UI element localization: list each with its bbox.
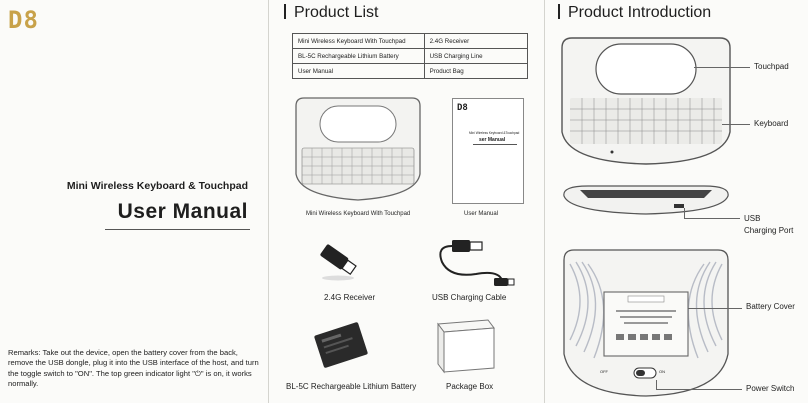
- product-intro-panel: Product Introduction Touchpad Keyboard U…: [544, 0, 808, 403]
- label-power-switch: Power Switch: [746, 384, 795, 393]
- table-cell: USB Charging Line: [423, 48, 529, 64]
- table-row: User Manual Product Bag: [292, 63, 529, 79]
- leader-usb: [684, 218, 740, 219]
- back-view-illustration: [563, 249, 729, 397]
- table-row: Mini Wireless Keyboard With Touchpad 2.4…: [292, 33, 529, 49]
- label-battery-cover: Battery Cover: [746, 302, 795, 311]
- keyboard-illustration: [295, 97, 421, 201]
- label-charging-port: Charging Port: [744, 226, 794, 235]
- product-list-heading-text: Product List: [294, 4, 379, 21]
- label-keyboard: Keyboard: [754, 119, 789, 128]
- table-row: BL-5C Rechargeable Lithium Battery USB C…: [292, 48, 529, 64]
- usb-cable-icon: [439, 240, 515, 286]
- manual-cover-line2: ser Manual: [479, 137, 506, 143]
- table-cell: Mini Wireless Keyboard With Touchpad: [292, 33, 425, 49]
- caption-battery: BL-5C Rechargeable Lithium Battery: [286, 382, 417, 391]
- battery-icon: [314, 322, 368, 368]
- leader-keyboard: [722, 124, 750, 125]
- manual-title: User Manual: [117, 200, 248, 223]
- product-list-heading: Product List: [284, 4, 378, 22]
- switch-on-label: ON: [659, 369, 665, 374]
- cover-panel: D8 Mini Wireless Keyboard & Touchpad Use…: [0, 0, 268, 403]
- product-list-table: Mini Wireless Keyboard With Touchpad 2.4…: [292, 33, 529, 79]
- brand-logo: D8: [8, 6, 39, 34]
- leader-power-switch-v: [656, 380, 657, 389]
- product-intro-heading-text: Product Introduction: [568, 4, 712, 21]
- manual-subtitle: Mini Wireless Keyboard & Touchpad: [66, 180, 248, 192]
- manual-cover-rule: [473, 144, 517, 145]
- leader-usb-v: [684, 208, 685, 218]
- caption-receiver: 2.4G Receiver: [324, 293, 376, 302]
- remarks-text: Remarks: Take out the device, open the b…: [8, 348, 259, 389]
- caption-cable: USB Charging Cable: [432, 293, 507, 302]
- title-rule: [105, 229, 250, 230]
- table-cell: Product Bag: [423, 63, 529, 79]
- leader-power-switch: [656, 389, 742, 390]
- heading-bar-icon: [558, 4, 560, 19]
- product-intro-heading: Product Introduction: [558, 4, 711, 22]
- switch-off-label: OFF: [600, 369, 608, 374]
- side-view-illustration: [563, 185, 729, 215]
- caption-keyboard: Mini Wireless Keyboard With Touchpad: [306, 211, 411, 217]
- manual-logo: D8: [457, 103, 468, 113]
- table-cell: User Manual: [292, 63, 425, 79]
- label-touchpad: Touchpad: [754, 62, 789, 71]
- table-cell: 2.4G Receiver: [423, 33, 529, 49]
- leader-touchpad: [694, 67, 750, 68]
- front-view-illustration: [561, 37, 731, 165]
- package-box-icon: [437, 319, 495, 374]
- fold-line-2: [544, 0, 545, 403]
- receiver-icon: [320, 244, 357, 281]
- caption-manual: User Manual: [464, 211, 499, 217]
- caption-box: Package Box: [446, 382, 494, 391]
- manual-illustration: D8 Mini Wireless Keyboard &Touchpad ser …: [452, 98, 524, 204]
- leader-battery-cover: [688, 308, 742, 309]
- table-cell: BL-5C Rechargeable Lithium Battery: [292, 48, 425, 64]
- fold-line-1: [268, 0, 269, 403]
- product-list-panel: Product List Mini Wireless Keyboard With…: [268, 0, 544, 403]
- label-usb: USB: [744, 214, 761, 223]
- heading-bar-icon: [284, 4, 286, 19]
- manual-cover-line1: Mini Wireless Keyboard &Touchpad: [469, 131, 520, 135]
